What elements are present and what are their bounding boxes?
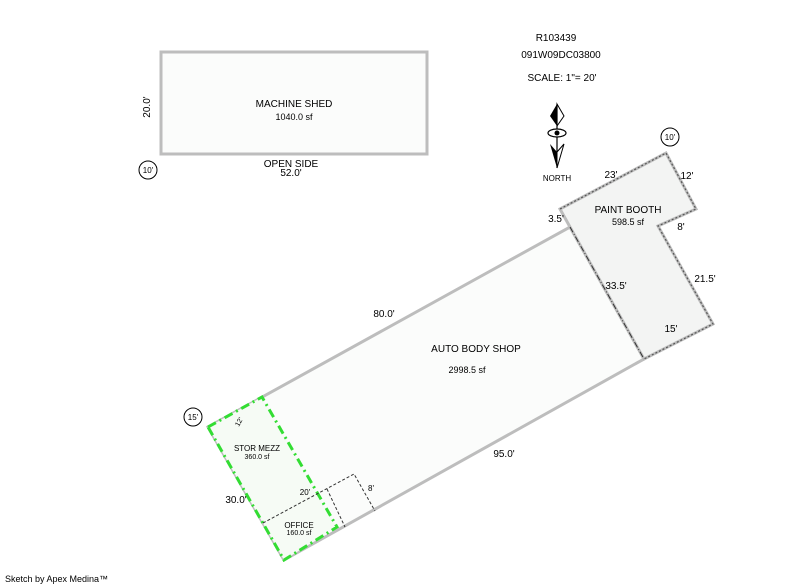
paint-booth bbox=[557, 150, 716, 361]
office-area: 160.0 sf bbox=[287, 530, 312, 537]
paint-booth-dim-12: 12' bbox=[680, 171, 693, 182]
paint-booth-area: 598.5 sf bbox=[612, 217, 645, 227]
svg-text:15': 15' bbox=[188, 413, 199, 422]
stor-mezzanine bbox=[205, 394, 340, 563]
parcel-id: R103439 bbox=[536, 33, 577, 44]
paint-booth-height-marker: 10' bbox=[660, 127, 680, 147]
svg-text:10': 10' bbox=[143, 166, 154, 175]
paint-booth-dim-3-5: 3.5' bbox=[548, 214, 564, 225]
paint-booth-name: PAINT BOOTH bbox=[595, 205, 662, 216]
office-name: OFFICE bbox=[284, 521, 313, 530]
auto-body-shop-side-length: 30.0' bbox=[225, 495, 246, 506]
office-dim-8: 8' bbox=[368, 484, 374, 493]
paint-booth-dim-15: 15' bbox=[664, 324, 677, 335]
machine-shed bbox=[159, 50, 429, 156]
auto-body-shop-top-length: 80.0' bbox=[373, 309, 394, 320]
stor-mezz-dim-12: 12' bbox=[234, 417, 245, 428]
map-id: 091W09DC03800 bbox=[521, 50, 601, 61]
machine-shed-depth: 20.0' bbox=[142, 96, 153, 117]
north-arrow-icon bbox=[547, 102, 567, 169]
north-label: NORTH bbox=[543, 174, 572, 183]
machine-shed-area: 1040.0 sf bbox=[275, 112, 313, 122]
svg-text:10': 10' bbox=[665, 133, 676, 142]
machine-shed-height-marker: 10' bbox=[138, 160, 158, 180]
machine-shed-side-label: OPEN SIDE bbox=[264, 159, 319, 170]
paint-booth-dim-8: 8' bbox=[677, 222, 685, 233]
machine-shed-name: MACHINE SHED bbox=[256, 99, 333, 110]
office bbox=[262, 473, 376, 528]
stor-mezz-area: 360.0 sf bbox=[245, 454, 270, 461]
stor-mezz-name: STOR MEZZ bbox=[234, 444, 280, 453]
scale-label: SCALE: 1"= 20' bbox=[527, 73, 596, 84]
auto-body-shop-bottom-length: 95.0' bbox=[493, 449, 514, 460]
paint-booth-dim-33-5: 33.5' bbox=[605, 281, 626, 292]
paint-booth-dim-21-5: 21.5' bbox=[694, 274, 715, 285]
auto-body-shop-name: AUTO BODY SHOP bbox=[431, 344, 521, 355]
auto-body-shop-height-marker: 15' bbox=[183, 407, 203, 427]
paint-booth-dim-23: 23' bbox=[604, 170, 617, 181]
auto-body-shop-area: 2998.5 sf bbox=[448, 365, 486, 375]
footer-credit: Sketch by Apex Medina™ bbox=[5, 574, 108, 584]
office-dim-20: 20' bbox=[300, 488, 311, 497]
machine-shed-width: 52.0' bbox=[280, 168, 301, 179]
